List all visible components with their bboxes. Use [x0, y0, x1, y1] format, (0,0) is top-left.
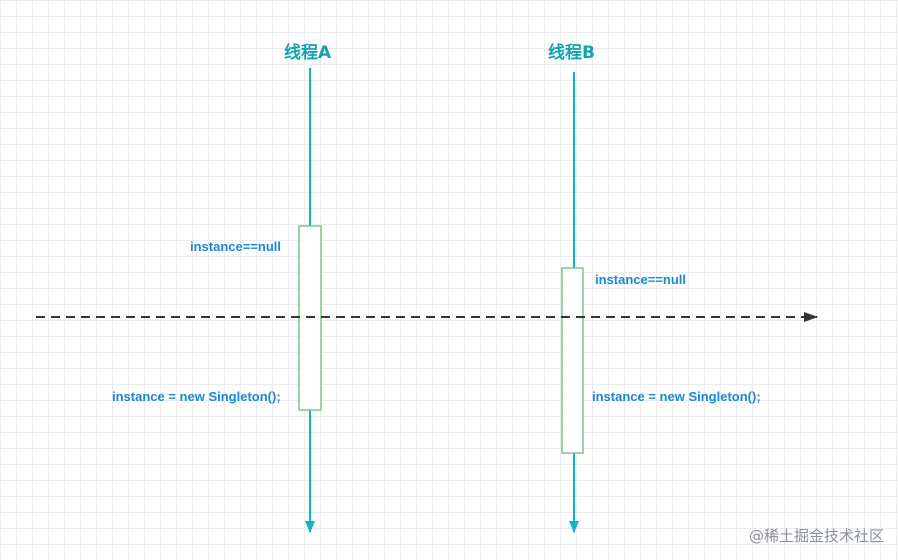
- watermark-text: @稀土掘金技术社区: [748, 527, 884, 545]
- thread-a-null-check-label: instance==null: [190, 239, 282, 254]
- thread-b-null-check-label: instance==null: [595, 272, 687, 287]
- thread-a-new-instance-label: instance = new Singleton();: [112, 389, 281, 404]
- thread-b-activation-box: [561, 267, 584, 454]
- thread-a-title: 线程A: [284, 43, 332, 63]
- thread-b-new-instance-label: instance = new Singleton();: [592, 389, 761, 404]
- thread-b-title: 线程B: [548, 43, 595, 63]
